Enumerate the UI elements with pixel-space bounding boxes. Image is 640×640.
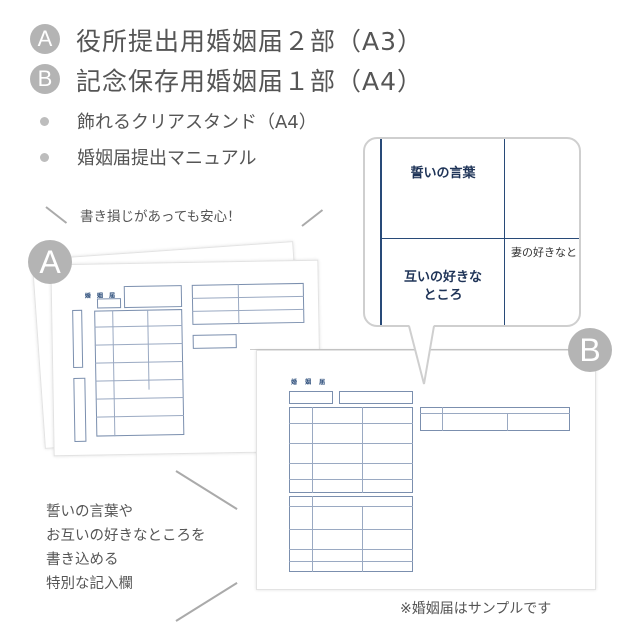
item-b-label: 記念保存用婚姻届１部（A4）: [76, 67, 424, 96]
sheet-b-form-title: 婚 姻 届: [291, 379, 329, 386]
form-row: [289, 423, 413, 424]
extra-item: 婚姻届提出マニュアル: [40, 144, 256, 170]
feature-description: 誓いの言葉や お互いの好きなところを 書き込める 特別な記入欄: [46, 500, 206, 596]
description-line: 特別な記入欄: [46, 576, 133, 592]
bubble-tail: [408, 324, 435, 385]
form-box: [420, 407, 570, 431]
form-col: [507, 413, 508, 431]
sheet-b: 婚 姻 届: [256, 350, 596, 590]
form-box: [289, 407, 413, 493]
form-row: [420, 413, 570, 414]
form-row: [289, 463, 413, 464]
zoom-bubble: 誓いの言葉 互いの好きな ところ 妻の好きなと: [363, 137, 581, 327]
extra-item-label: 婚姻届提出マニュアル: [77, 148, 257, 169]
form-box: [289, 496, 413, 572]
form-col: [362, 407, 363, 493]
sheet-a-badge: A: [28, 240, 72, 284]
callout-text: 書き損じがあっても安心！: [80, 209, 241, 225]
form-col: [380, 139, 382, 325]
bullet-icon: [40, 152, 49, 162]
form-col: [312, 496, 313, 572]
form-row: [289, 506, 413, 507]
extra-item: 飾れるクリアスタンド（A4）: [40, 108, 317, 134]
likes-label-line1: 互いの好きな: [403, 270, 482, 285]
form-box: [339, 391, 413, 404]
wife-likes-text: 妻の好きなと: [511, 246, 577, 259]
form-row: [380, 238, 579, 239]
form-row: [289, 443, 413, 444]
description-line: お互いの好きなところを: [46, 528, 206, 544]
extra-item-label: 飾れるクリアスタンド（A4）: [77, 112, 317, 133]
form-box: [192, 334, 237, 349]
badge-a: A: [30, 24, 60, 54]
badge-b: B: [30, 64, 60, 94]
form-box: [191, 282, 305, 325]
form-box: [123, 285, 183, 309]
form-row: [289, 479, 413, 480]
description-line: 誓いの言葉や: [46, 504, 133, 520]
callout-slash-right: [301, 209, 324, 227]
form-row: [289, 561, 413, 562]
sheet-b-badge: B: [568, 328, 612, 372]
item-a-label: 役所提出用婚姻届２部（A3）: [76, 27, 424, 56]
bullet-icon: [40, 116, 49, 126]
callout-slash-left: [45, 206, 68, 224]
form-col: [362, 506, 363, 572]
form-box: [73, 377, 87, 442]
form-col: [442, 407, 443, 431]
form-row: [289, 529, 413, 530]
vow-label: 誓いの言葉: [410, 166, 476, 181]
form-box: [72, 309, 84, 368]
sample-note: ※婚姻届はサンプルです: [400, 601, 552, 617]
likes-label-line2: ところ: [423, 288, 463, 303]
form-box: [94, 309, 185, 437]
form-row: [289, 549, 413, 550]
form-col: [504, 139, 505, 325]
form-box: [289, 391, 333, 404]
form-box: [96, 298, 122, 309]
form-col: [312, 407, 313, 493]
description-line: 書き込める: [46, 552, 119, 568]
